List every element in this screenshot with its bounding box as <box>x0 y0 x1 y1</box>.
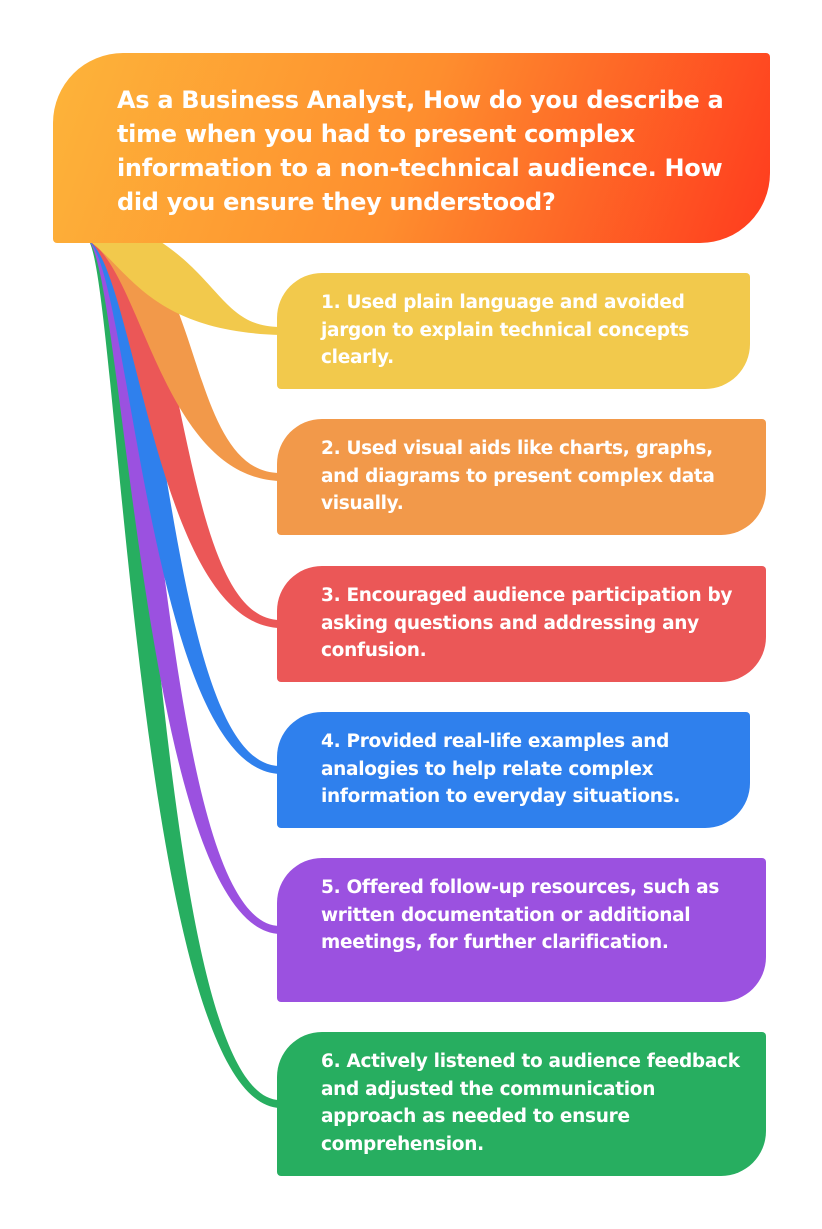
link-1 <box>88 240 280 335</box>
answer-node-6: 6. Actively listened to audience feedbac… <box>277 1032 766 1176</box>
link-4 <box>88 240 280 774</box>
answer-node-1: 1. Used plain language and avoided jargo… <box>277 273 750 389</box>
link-3 <box>88 240 280 628</box>
answer-node-4: 4. Provided real-life examples and analo… <box>277 712 750 828</box>
question-node: As a Business Analyst, How do you descri… <box>53 53 770 243</box>
answer-node-5: 5. Offered follow-up resources, such as … <box>277 858 766 1002</box>
answer-node-3: 3. Encouraged audience participation by … <box>277 566 766 682</box>
link-2 <box>88 240 280 481</box>
answer-node-2: 2. Used visual aids like charts, graphs,… <box>277 419 766 535</box>
